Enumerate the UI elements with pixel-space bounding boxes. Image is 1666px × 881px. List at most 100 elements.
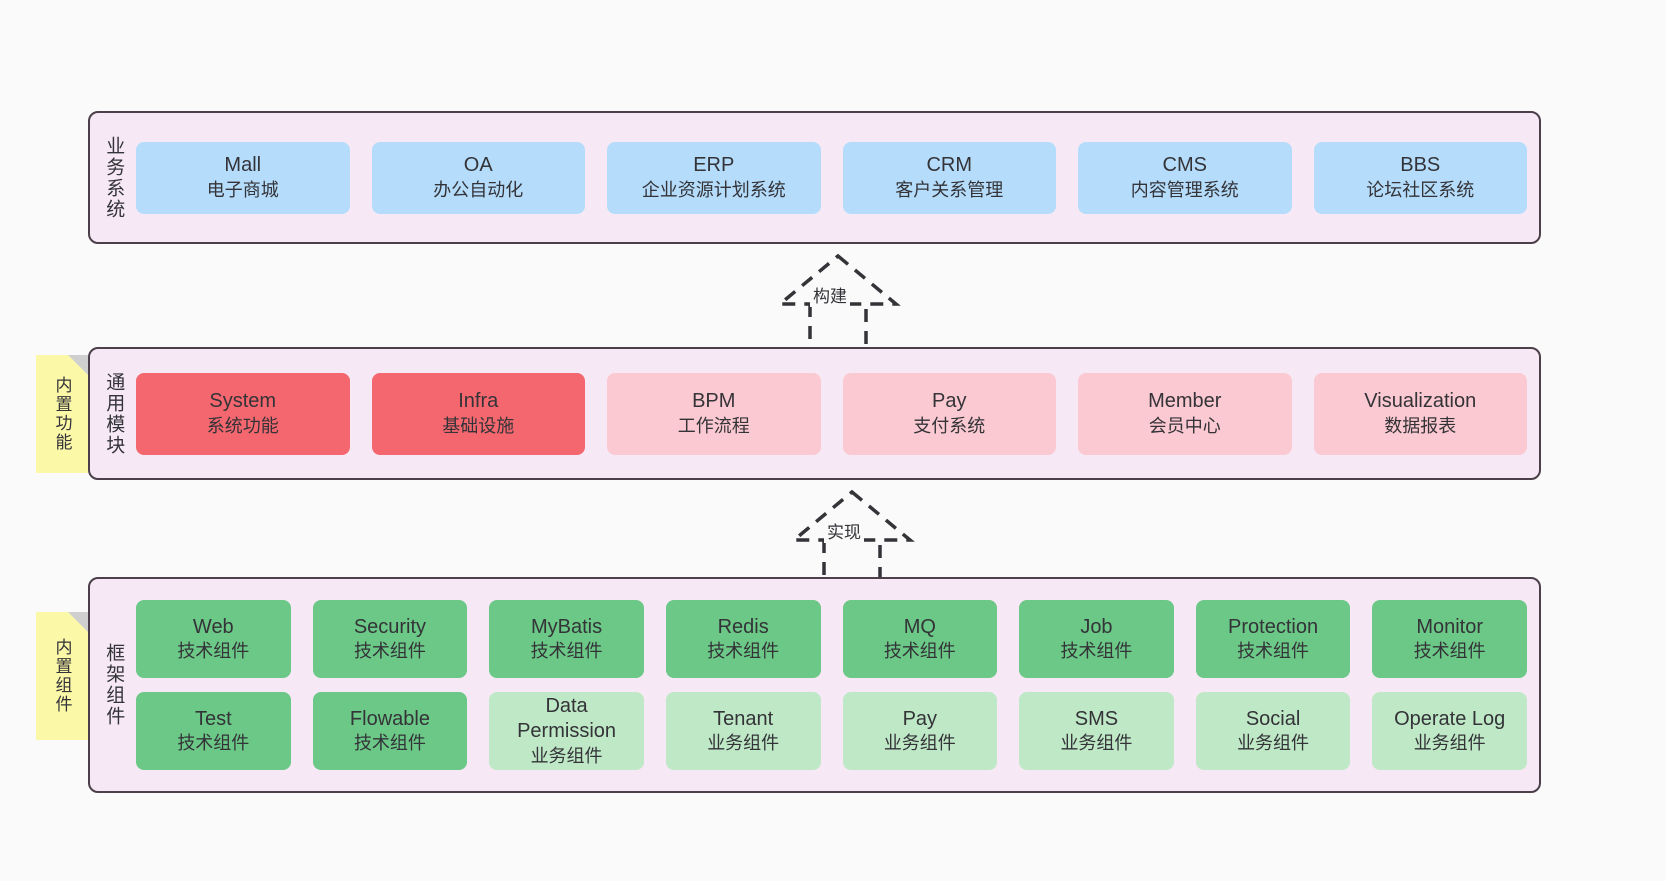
node-flowable-en: Flowable [349, 707, 430, 730]
layer-modules-caption: 通用模块 [103, 371, 125, 456]
sticky-note-builtin-features: 内置功能 [36, 355, 88, 473]
node-redis-en: Redis [717, 615, 769, 638]
layer-common-modules: 通用模块 System 系统功能 Infra 基础设施 BPM 工作流程 Pay… [88, 347, 1541, 480]
node-system-en: System [209, 390, 277, 412]
node-crm-cn: 客户关系管理 [895, 179, 1004, 200]
node-flowable[interactable]: Flowable 技术组件 [312, 692, 468, 770]
framework-node-row-business: Test 技术组件 Flowable 技术组件 Data Permission … [136, 692, 1527, 770]
node-oa[interactable]: OA 办公自动化 [371, 141, 585, 214]
node-sms-cn: 业务组件 [1060, 733, 1133, 754]
page-fold-icon [68, 355, 88, 375]
node-pay-module[interactable]: Pay 支付系统 [842, 372, 1056, 455]
node-job-en: Job [1080, 615, 1113, 638]
node-job-cn: 技术组件 [1060, 641, 1133, 662]
node-pay-component-cn: 业务组件 [883, 733, 956, 754]
layer-framework-components: 框架组件 Web 技术组件 Security 技术组件 MyBatis 技术组件… [88, 577, 1541, 793]
node-bpm[interactable]: BPM 工作流程 [607, 372, 821, 455]
node-visualization-en: Visualization [1364, 390, 1477, 412]
layer-business-caption: 业务系统 [103, 135, 125, 220]
node-sms-en: SMS [1074, 707, 1119, 730]
node-sms[interactable]: SMS 业务组件 [1019, 692, 1174, 770]
node-test-en: Test [194, 707, 232, 730]
connector-realize-label: 实现 [824, 522, 864, 543]
node-oa-en: OA [463, 154, 493, 176]
sticky-note-builtin-components-text: 内置组件 [52, 638, 72, 714]
node-cms-cn: 内容管理系统 [1130, 179, 1239, 200]
node-test[interactable]: Test 技术组件 [136, 692, 291, 770]
node-mq-en: MQ [903, 615, 936, 638]
sticky-note-builtin-features-text: 内置功能 [52, 376, 72, 452]
node-redis[interactable]: Redis 技术组件 [665, 600, 821, 678]
node-bbs-cn: 论坛社区系统 [1366, 179, 1475, 200]
framework-node-row-tech: Web 技术组件 Security 技术组件 MyBatis 技术组件 Redi… [136, 600, 1527, 678]
node-mybatis[interactable]: MyBatis 技术组件 [489, 600, 644, 678]
node-test-cn: 技术组件 [177, 733, 250, 754]
node-social-cn: 业务组件 [1237, 733, 1310, 754]
node-system[interactable]: System 系统功能 [136, 372, 350, 455]
node-pay-component[interactable]: Pay 业务组件 [842, 692, 998, 770]
node-operate-log-cn: 业务组件 [1413, 733, 1486, 754]
node-security[interactable]: Security 技术组件 [312, 600, 468, 678]
node-erp[interactable]: ERP 企业资源计划系统 [607, 141, 821, 214]
node-bbs-en: BBS [1400, 154, 1441, 176]
layer-framework-caption: 框架组件 [103, 643, 125, 727]
connector-build-label: 构建 [810, 286, 850, 307]
node-protection-cn: 技术组件 [1237, 641, 1310, 662]
node-member-en: Member [1148, 390, 1222, 412]
node-member[interactable]: Member 会员中心 [1078, 372, 1292, 455]
node-erp-cn: 企业资源计划系统 [641, 179, 786, 200]
node-tenant-en: Tenant [713, 707, 774, 730]
node-mall[interactable]: Mall 电子商城 [136, 141, 350, 214]
node-social[interactable]: Social 业务组件 [1195, 692, 1351, 770]
node-job[interactable]: Job 技术组件 [1019, 600, 1174, 678]
node-operate-log[interactable]: Operate Log 业务组件 [1372, 692, 1527, 770]
node-bpm-en: BPM [692, 390, 736, 412]
node-protection[interactable]: Protection 技术组件 [1195, 600, 1351, 678]
node-redis-cn: 技术组件 [707, 641, 780, 662]
sticky-note-builtin-components: 内置组件 [36, 612, 88, 740]
business-node-row: Mall 电子商城 OA 办公自动化 ERP 企业资源计划系统 CRM 客户关系… [136, 141, 1527, 214]
node-web-en: Web [192, 615, 234, 638]
node-data-permission[interactable]: Data Permission 业务组件 [489, 692, 644, 770]
connector-build: 构建 [748, 252, 928, 354]
node-infra-en: Infra [458, 390, 499, 412]
layer-business-body: Mall 电子商城 OA 办公自动化 ERP 企业资源计划系统 CRM 客户关系… [136, 113, 1539, 242]
node-cms[interactable]: CMS 内容管理系统 [1078, 141, 1292, 214]
node-flowable-cn: 技术组件 [353, 733, 426, 754]
node-protection-en: Protection [1228, 615, 1319, 638]
node-mybatis-cn: 技术组件 [530, 641, 603, 662]
node-security-en: Security [353, 615, 427, 638]
layer-framework-body: Web 技术组件 Security 技术组件 MyBatis 技术组件 Redi… [136, 579, 1539, 791]
node-mall-cn: 电子商城 [206, 179, 279, 200]
node-visualization[interactable]: Visualization 数据报表 [1313, 372, 1527, 455]
node-monitor[interactable]: Monitor 技术组件 [1372, 600, 1527, 678]
node-pay-component-en: Pay [902, 707, 938, 730]
node-bpm-cn: 工作流程 [677, 415, 750, 436]
node-cms-en: CMS [1162, 154, 1207, 176]
node-monitor-cn: 技术组件 [1413, 641, 1486, 662]
modules-node-row: System 系统功能 Infra 基础设施 BPM 工作流程 Pay 支付系统… [136, 372, 1527, 455]
node-infra-cn: 基础设施 [442, 415, 515, 436]
node-data-permission-cn: 业务组件 [530, 745, 603, 766]
node-crm-en: CRM [926, 154, 973, 176]
layer-modules-body: System 系统功能 Infra 基础设施 BPM 工作流程 Pay 支付系统… [136, 349, 1539, 478]
node-erp-en: ERP [693, 154, 735, 176]
node-operate-log-en: Operate Log [1394, 707, 1506, 730]
node-system-cn: 系统功能 [206, 415, 279, 436]
node-data-permission-en: Data Permission [517, 694, 617, 743]
node-visualization-cn: 数据报表 [1384, 415, 1457, 436]
node-crm[interactable]: CRM 客户关系管理 [842, 141, 1056, 214]
node-social-en: Social [1245, 707, 1301, 730]
node-mq[interactable]: MQ 技术组件 [842, 600, 998, 678]
node-mq-cn: 技术组件 [883, 641, 956, 662]
node-tenant[interactable]: Tenant 业务组件 [665, 692, 821, 770]
node-web-cn: 技术组件 [177, 641, 250, 662]
node-web[interactable]: Web 技术组件 [136, 600, 291, 678]
node-bbs[interactable]: BBS 论坛社区系统 [1313, 141, 1527, 214]
node-pay-module-en: Pay [932, 390, 967, 412]
node-security-cn: 技术组件 [353, 641, 426, 662]
node-infra[interactable]: Infra 基础设施 [371, 372, 585, 455]
node-pay-module-cn: 支付系统 [913, 415, 986, 436]
layer-business-systems: 业务系统 Mall 电子商城 OA 办公自动化 ERP 企业资源计划系统 CRM… [88, 111, 1541, 244]
